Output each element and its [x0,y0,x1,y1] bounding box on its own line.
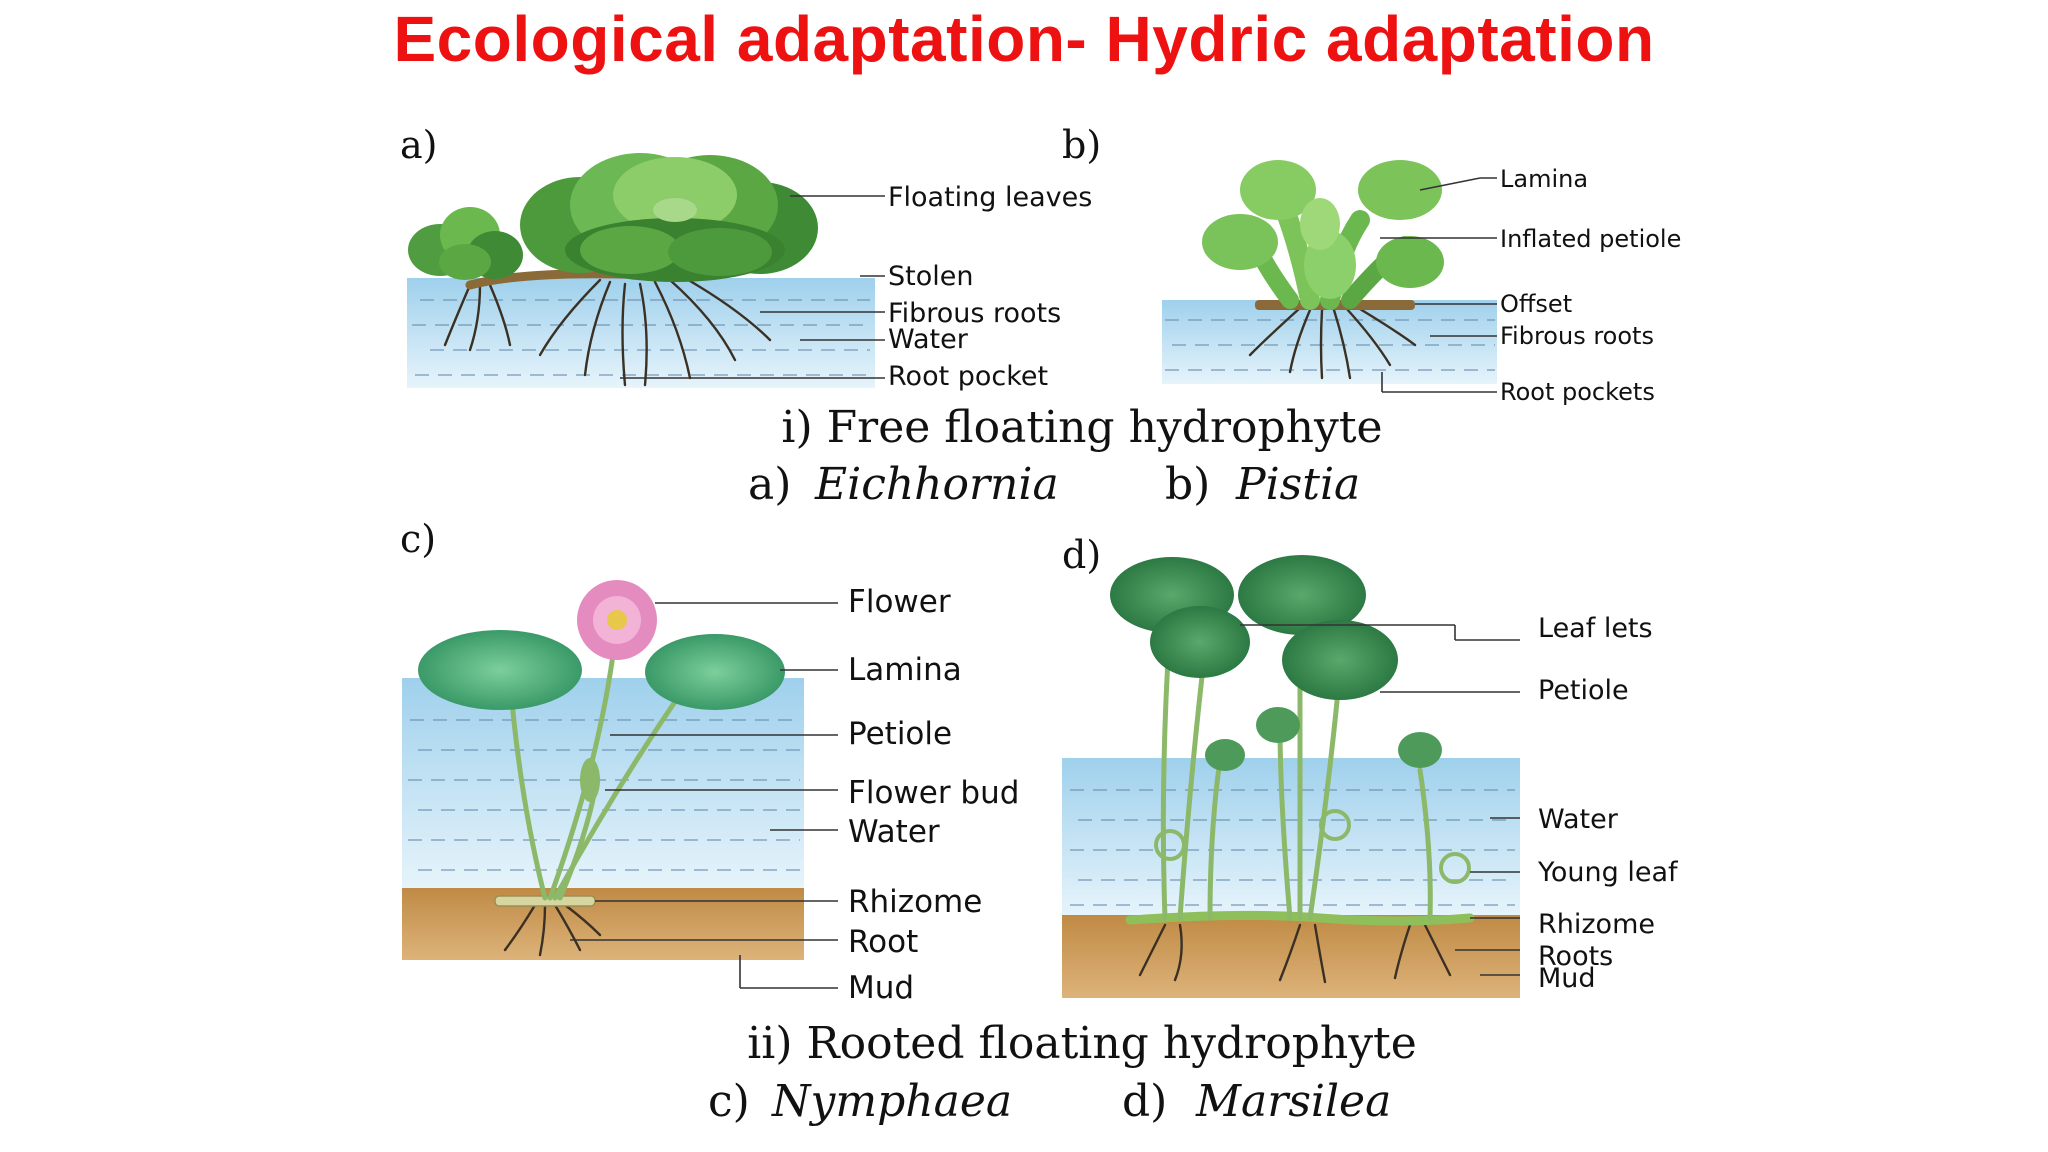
label-root-c: Root [848,924,918,960]
label-mud-d: Mud [1538,963,1596,994]
caption-species-marsilea: Marsilea [1195,1076,1391,1127]
label-rhizome-d: Rhizome [1538,909,1655,940]
panel-b-letter: b) [1062,123,1101,167]
nymphaea-flower [577,580,657,660]
label-roots-d: Roots [1538,941,1613,972]
leaders-a [620,195,885,379]
slide-title: Ecological adaptation- Hydric adaptation [393,3,1655,75]
panel-a-eichhornia: a) [400,123,1092,392]
label-petiole-d: Petiole [1538,675,1629,706]
mud-c [402,888,804,960]
water-body-d [1062,758,1520,915]
fibrous-roots-a [443,276,772,387]
floating-leaves-rosette [520,153,818,282]
label-mud-c: Mud [848,970,914,1006]
label-petiole-c: Petiole [848,716,952,752]
label-flower: Flower [848,584,951,620]
panel-d-marsilea: d) [1062,533,1679,998]
leaders-c [570,602,838,989]
label-offset: Offset [1500,290,1572,318]
caption-prefix-a: a) [748,459,791,510]
label-inflated-petiole: Inflated petiole [1500,225,1681,253]
label-root-pocket: Root pocket [888,361,1048,392]
leaders-d [1240,624,1520,976]
label-water-c: Water [848,814,940,850]
label-root-pockets: Root pockets [1500,378,1655,406]
caption-species-eichhornia: Eichhornia [814,459,1059,510]
panel-b-pistia: b) [1062,123,1681,406]
label-fibrous-roots-b: Fibrous roots [1500,322,1654,350]
fibrous-roots-b [1248,304,1417,380]
mud-d [1062,915,1520,998]
leaders-b [1380,177,1497,393]
water-body-a [407,278,875,388]
caption-free-floating-title: i) Free floating hydrophyte [781,402,1382,453]
caption-prefix-c: c) [708,1076,750,1127]
panel-c-nymphaea: c) [400,517,1019,1006]
label-floating-leaves: Floating leaves [888,182,1092,213]
panel-a-letter: a) [400,123,437,167]
caption-species-pistia: Pistia [1235,459,1360,510]
small-rosette [408,207,523,280]
lily-pads [418,630,785,710]
label-stolen: Stolen [888,261,973,292]
flower-bud [580,758,600,802]
label-young-leaf: Young leaf [1537,857,1679,888]
caption-rooted-floating: ii) Rooted floating hydrophyte c) Nympha… [708,1018,1417,1127]
caption-species-nymphaea: Nymphaea [771,1076,1012,1127]
caption-free-floating: i) Free floating hydrophyte a) Eichhorni… [748,402,1383,510]
label-rhizome-c: Rhizome [848,884,982,920]
label-lamina-c: Lamina [848,652,962,688]
rhizome-d [1125,910,1475,926]
caption-prefix-d: d) [1122,1076,1167,1127]
young-leaves-d [1154,809,1471,884]
label-water-a: Water [888,324,969,355]
panel-d-letter: d) [1062,533,1101,577]
label-flower-bud: Flower bud [848,775,1019,811]
caption-prefix-b: b) [1165,459,1210,510]
label-fibrous-roots-a: Fibrous roots [888,298,1061,329]
caption-rooted-floating-title: ii) Rooted floating hydrophyte [747,1018,1417,1069]
pistia-rosette [1202,160,1444,310]
label-water-d: Water [1538,804,1619,835]
water-body-b [1162,300,1497,384]
label-leaflets: Leaf lets [1538,613,1653,644]
roots-c [503,903,602,957]
label-lamina-b: Lamina [1500,165,1588,193]
roots-d [1138,923,1452,984]
marsilea-leaflets [1110,555,1442,771]
panel-c-letter: c) [400,517,436,561]
